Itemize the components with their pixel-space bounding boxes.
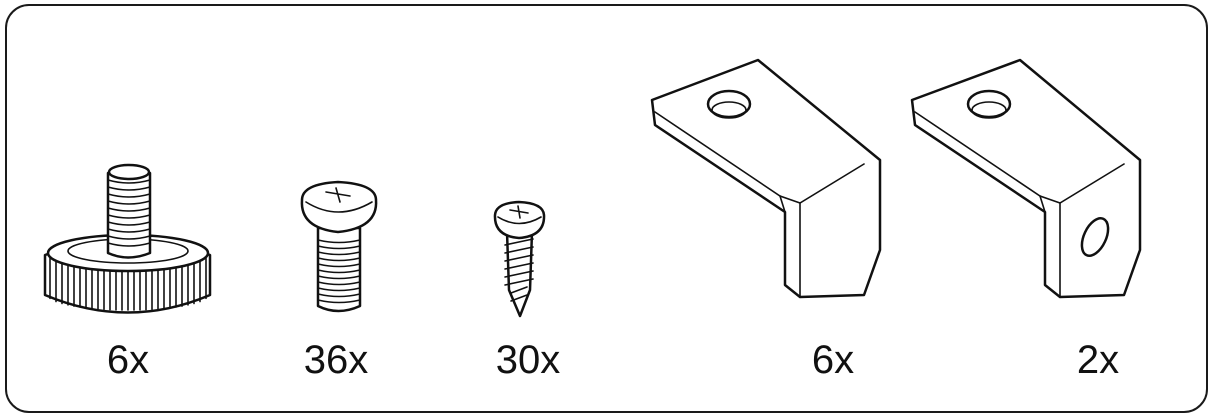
thumb-screw-icon: [43, 163, 212, 314]
bracket-b-quantity: 2x: [1076, 338, 1120, 382]
machine-screw-icon: [300, 180, 378, 313]
wood-screw-quantity: 30x: [495, 338, 561, 382]
machine-screw-quantity: 36x: [303, 338, 369, 382]
angle-bracket-with-hole-icon: [910, 58, 1142, 299]
bracket-a-quantity: 6x: [811, 338, 855, 382]
wood-screw-icon: [493, 200, 546, 318]
thumb-screw-quantity: 6x: [106, 338, 150, 382]
angle-bracket-icon: [650, 58, 882, 299]
